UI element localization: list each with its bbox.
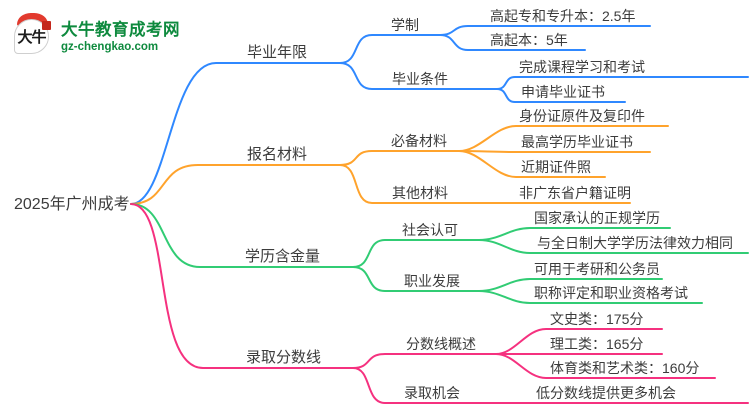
- leaf-label: 理工类：165分: [550, 336, 644, 352]
- leaf-label: 申请毕业证书: [521, 84, 605, 100]
- site-name: 大牛教育成考网: [61, 20, 180, 39]
- leaf-label: 近期证件照: [521, 159, 591, 175]
- branch-lines-graduation-years: [130, 25, 749, 205]
- leaf-label: 低分数线提供更多机会: [536, 385, 676, 401]
- leaf-label: 可用于考研和公务员: [534, 261, 660, 277]
- leaf-label: 身份证原件及复印件: [519, 108, 645, 124]
- logo-bull-icon: 大牛: [12, 12, 54, 56]
- subnode-label-admission-chance: 录取机会: [404, 385, 460, 401]
- root-node: 2025年广州成考: [14, 196, 130, 213]
- logo-bubble-text: 大牛: [17, 28, 46, 46]
- leaf-label: 高起专和专升本：2.5年: [490, 8, 636, 24]
- subnode-label-score-overview: 分数线概述: [406, 336, 476, 352]
- leaf-label: 国家承认的正规学历: [534, 210, 660, 226]
- leaf-label: 与全日制大学学历法律效力相同: [537, 235, 733, 251]
- subnode-label-career-development: 职业发展: [404, 273, 460, 289]
- site-logo[interactable]: 大牛 大牛教育成考网 gz-chengkao.com: [12, 12, 180, 56]
- subnode-label-study-length: 学制: [391, 17, 419, 33]
- subnode-label-other-materials: 其他材料: [392, 185, 448, 201]
- branch-lines-application-materials: [130, 125, 669, 205]
- branch-label-admission-score: 录取分数线: [246, 349, 322, 366]
- branch-label-application-materials: 报名材料: [247, 146, 308, 163]
- leaf-label: 文史类：175分: [550, 311, 644, 327]
- branch-lines-admission-score: [130, 203, 749, 404]
- branch-lines-degree-value: [130, 203, 749, 304]
- subnode-label-social-recognition: 社会认可: [402, 222, 458, 238]
- logo-red-seal: [42, 21, 51, 30]
- subnode-label-required-materials: 必备材料: [391, 133, 447, 149]
- logo-speech-bubble: 大牛: [14, 19, 49, 54]
- leaf-label: 非广东省户籍证明: [519, 185, 631, 201]
- leaf-label: 体育类和艺术类：160分: [550, 360, 700, 376]
- leaf-label: 高起本：5年: [490, 32, 568, 48]
- leaf-label: 最高学历毕业证书: [521, 134, 633, 150]
- leaf-label: 完成课程学习和考试: [519, 59, 645, 75]
- logo-text-block: 大牛教育成考网 gz-chengkao.com: [61, 16, 180, 53]
- subnode-label-graduation-conditions: 毕业条件: [392, 71, 448, 87]
- site-domain: gz-chengkao.com: [61, 40, 159, 53]
- branch-label-graduation-years: 毕业年限: [247, 44, 308, 61]
- branch-label-degree-value: 学历含金量: [245, 248, 321, 265]
- leaf-label: 职称评定和职业资格考试: [534, 285, 688, 301]
